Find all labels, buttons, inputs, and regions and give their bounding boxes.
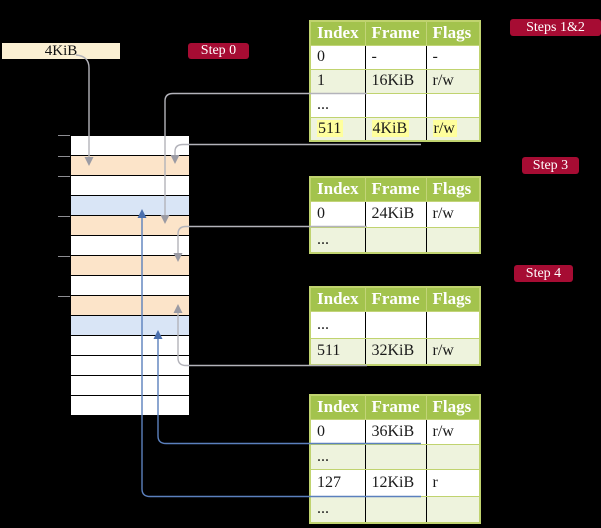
memory-row	[71, 156, 189, 176]
frame-cell: 24KiB	[364, 200, 426, 228]
column-header: Flags	[425, 20, 481, 46]
flags-cell: -	[425, 44, 480, 70]
page-table-step-3: Index Frame Flags 0 24KiB r/w ...	[309, 176, 481, 254]
column-header: Index	[309, 286, 366, 312]
flags-cell: r	[425, 468, 480, 497]
frame-cell: 36KiB	[364, 418, 426, 445]
address-tick	[58, 256, 70, 257]
flags-cell	[425, 226, 480, 254]
frame-cell: 12KiB	[364, 468, 426, 497]
table-header-row: Index Frame Flags	[309, 20, 481, 46]
badge-step-3: Step 3	[522, 157, 579, 174]
column-header: Flags	[425, 176, 481, 202]
index-cell: ...	[310, 92, 365, 118]
frame-cell	[364, 443, 426, 470]
frame-size-label: 4KiB	[2, 43, 120, 59]
memory-row	[71, 356, 189, 376]
flags-cell: r/w	[425, 116, 480, 142]
flags-cell	[425, 310, 480, 339]
address-tick	[58, 296, 70, 297]
badge-step-0: Step 0	[188, 43, 249, 59]
flags-cell	[425, 495, 480, 524]
table-row: 0 - -	[310, 44, 480, 70]
index-cell: 0	[310, 200, 365, 228]
table-row: ...	[310, 495, 480, 524]
memory-row	[71, 396, 189, 415]
column-header: Index	[309, 20, 366, 46]
table-row: 127 12KiB r	[310, 468, 480, 497]
index-cell: 1	[310, 68, 365, 94]
table-row: 0 24KiB r/w	[310, 200, 480, 228]
frame-cell: -	[364, 44, 426, 70]
index-cell: 511	[310, 116, 365, 142]
column-header: Frame	[364, 286, 427, 312]
frame-cell: 32KiB	[364, 337, 426, 366]
memory-row	[71, 236, 189, 256]
memory-row	[71, 216, 189, 236]
address-tick	[58, 176, 70, 177]
badge-step-4: Step 4	[514, 265, 573, 282]
flags-cell: r/w	[425, 68, 480, 94]
table-header-row: Index Frame Flags	[309, 394, 481, 420]
index-cell: ...	[310, 495, 365, 524]
memory-row	[71, 296, 189, 316]
flags-cell	[425, 443, 480, 470]
column-header: Flags	[425, 394, 481, 420]
memory-row	[71, 176, 189, 196]
badge-steps-1-2: Steps 1&2	[510, 19, 601, 36]
highlight: r/w	[432, 119, 457, 137]
table-row: ...	[310, 443, 480, 470]
address-tick	[58, 156, 70, 157]
physical-memory-column	[70, 135, 190, 416]
highlight: 511	[317, 119, 344, 137]
flags-cell: r/w	[425, 200, 480, 228]
index-cell: ...	[310, 226, 365, 254]
column-header: Index	[309, 176, 366, 202]
address-tick	[58, 135, 70, 136]
table-row: 511 32KiB r/w	[310, 337, 480, 366]
flags-cell: r/w	[425, 337, 480, 366]
frame-cell: 16KiB	[364, 68, 426, 94]
table-row: 0 36KiB r/w	[310, 418, 480, 445]
arrow-index511-to-4kib-frame	[174, 143, 421, 155]
page-table-final-level: Index Frame Flags 0 36KiB r/w ... 127 12…	[309, 394, 481, 524]
memory-row	[71, 256, 189, 276]
index-cell: 127	[310, 468, 365, 497]
index-cell: ...	[310, 310, 365, 339]
frame-cell	[364, 310, 426, 339]
column-header: Flags	[425, 286, 481, 312]
table-row: ...	[310, 310, 480, 339]
memory-row	[71, 276, 189, 296]
memory-row	[71, 316, 189, 336]
address-tick	[58, 216, 70, 217]
page-table-steps-1-2: Index Frame Flags 0 - - 1 16KiB r/w ... …	[309, 20, 481, 142]
table-row: ...	[310, 226, 480, 254]
index-cell: 0	[310, 418, 365, 445]
memory-row	[71, 196, 189, 216]
frame-cell	[364, 226, 426, 254]
column-header: Frame	[364, 20, 427, 46]
column-header: Index	[309, 394, 366, 420]
index-cell: ...	[310, 443, 365, 470]
page-table-step-4: Index Frame Flags ... 511 32KiB r/w	[309, 286, 481, 366]
memory-row	[71, 136, 189, 156]
index-cell: 511	[310, 337, 365, 366]
frame-cell: 4KiB	[364, 116, 426, 142]
flags-cell	[425, 92, 480, 118]
memory-row	[71, 336, 189, 356]
column-header: Frame	[364, 394, 427, 420]
memory-row	[71, 376, 189, 396]
frame-cell	[364, 92, 426, 118]
table-row: 1 16KiB r/w	[310, 68, 480, 94]
column-header: Frame	[364, 176, 427, 202]
table-header-row: Index Frame Flags	[309, 286, 481, 312]
table-row-highlighted: 511 4KiB r/w	[310, 116, 480, 142]
flags-cell: r/w	[425, 418, 480, 445]
frame-cell	[364, 495, 426, 524]
table-header-row: Index Frame Flags	[309, 176, 481, 202]
highlight: 4KiB	[371, 119, 410, 137]
index-cell: 0	[310, 44, 365, 70]
table-row: ...	[310, 92, 480, 118]
